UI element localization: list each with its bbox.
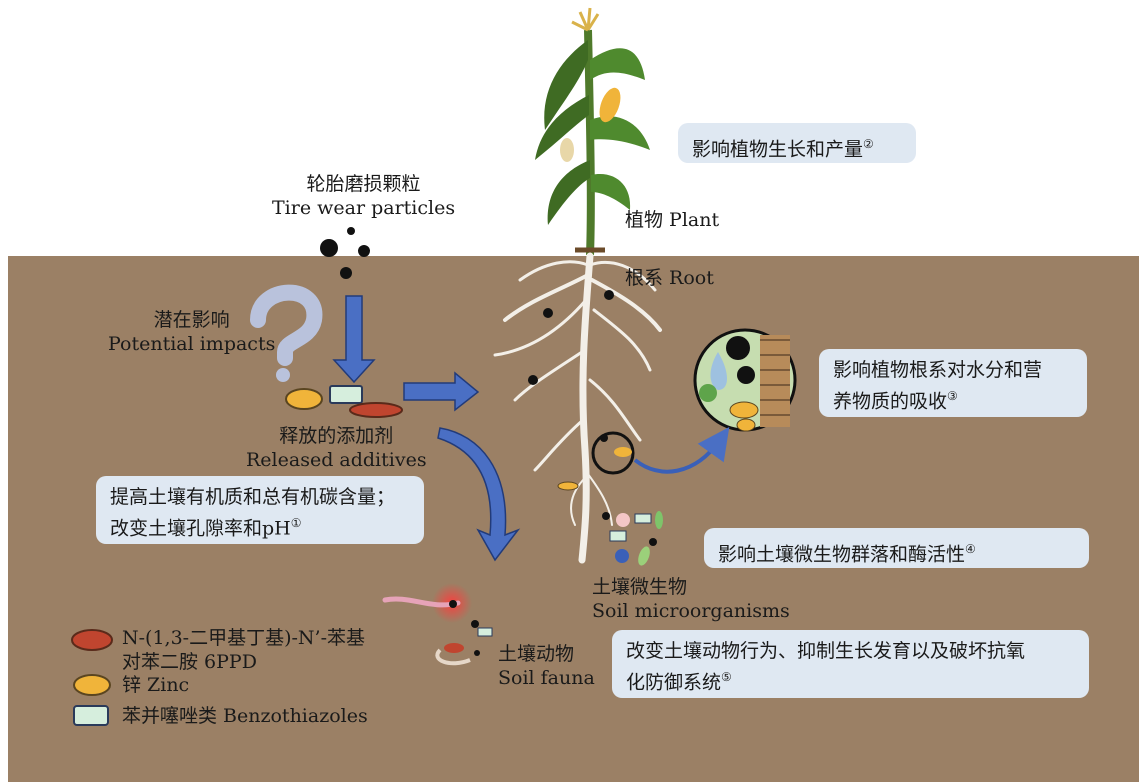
legend-benzo-swatch <box>74 706 108 725</box>
soil-fauna-label: 土壤动物 Soil fauna <box>498 642 595 690</box>
potential-impacts-label: 潜在影响 Potential impacts <box>108 308 275 356</box>
effect-box-fauna: 改变土壤动物行为、抑制生长发育以及破坏抗氧 化防御系统⑤ <box>612 630 1089 698</box>
legend-6ppd-swatch <box>72 630 112 650</box>
tire-wear-label-en: Tire wear particles <box>272 196 455 220</box>
effect-box-plant-growth-text: 影响植物生长和产量 <box>692 138 863 160</box>
effect-box-root-uptake: 影响植物根系对水分和营 养物质的吸收③ <box>819 349 1087 417</box>
legend-zinc-label: 锌 Zinc <box>122 673 189 697</box>
tire-wear-label: 轮胎磨损颗粒 Tire wear particles <box>272 172 455 220</box>
soil-fauna-cn: 土壤动物 <box>498 642 595 666</box>
potential-impacts-en: Potential impacts <box>108 332 275 356</box>
effect-box-soil-properties-line2: 改变土壤孔隙率和pH <box>110 517 291 539</box>
tire-wear-label-cn: 轮胎磨损颗粒 <box>272 172 455 196</box>
released-additives-label: 释放的添加剂 Released additives <box>246 424 427 472</box>
root-label: 根系 Root <box>625 266 714 290</box>
effect-box-fauna-mark: ⑤ <box>721 670 732 684</box>
effect-box-root-uptake-line2: 养物质的吸收 <box>833 390 947 412</box>
plant-label: 植物 Plant <box>625 208 719 232</box>
effect-box-microbial-text: 影响土壤微生物群落和酶活性 <box>718 543 965 565</box>
effect-box-fauna-line2: 化防御系统 <box>626 671 721 693</box>
potential-impacts-cn: 潜在影响 <box>108 308 275 332</box>
legend-6ppd-label: N-(1,3-二甲基丁基)-N’-苯基 对苯二胺 6PPD <box>122 626 365 674</box>
soil-microorganisms-label: 土壤微生物 Soil microorganisms <box>592 575 790 623</box>
effect-box-microbial: 影响土壤微生物群落和酶活性④ <box>704 528 1089 568</box>
effect-box-microbial-mark: ④ <box>965 542 976 556</box>
released-additives-cn: 释放的添加剂 <box>246 424 427 448</box>
effect-box-root-uptake-mark: ③ <box>947 389 958 403</box>
legend-6ppd-line1: N-(1,3-二甲基丁基)-N’-苯基 <box>122 626 365 650</box>
effect-box-root-uptake-line1: 影响植物根系对水分和营 <box>833 359 1042 381</box>
effect-box-soil-properties-line1: 提高土壤有机质和总有机碳含量； <box>110 486 395 508</box>
released-additives-en: Released additives <box>246 448 427 472</box>
legend-zinc-swatch <box>74 675 110 695</box>
effect-box-plant-growth-mark: ② <box>863 137 874 151</box>
effect-box-plant-growth: 影响植物生长和产量② <box>678 123 916 163</box>
soil-microorganisms-cn: 土壤微生物 <box>592 575 790 599</box>
effect-box-fauna-line1: 改变土壤动物行为、抑制生长发育以及破坏抗氧 <box>626 640 1025 662</box>
effect-box-soil-properties-mark: ① <box>291 516 302 530</box>
soil-fauna-en: Soil fauna <box>498 666 595 690</box>
soil-microorganisms-en: Soil microorganisms <box>592 599 790 623</box>
effect-box-soil-properties: 提高土壤有机质和总有机碳含量； 改变土壤孔隙率和pH① <box>96 476 424 544</box>
legend-benzo-label: 苯并噻唑类 Benzothiazoles <box>122 704 368 728</box>
legend-6ppd-line2: 对苯二胺 6PPD <box>122 650 365 674</box>
